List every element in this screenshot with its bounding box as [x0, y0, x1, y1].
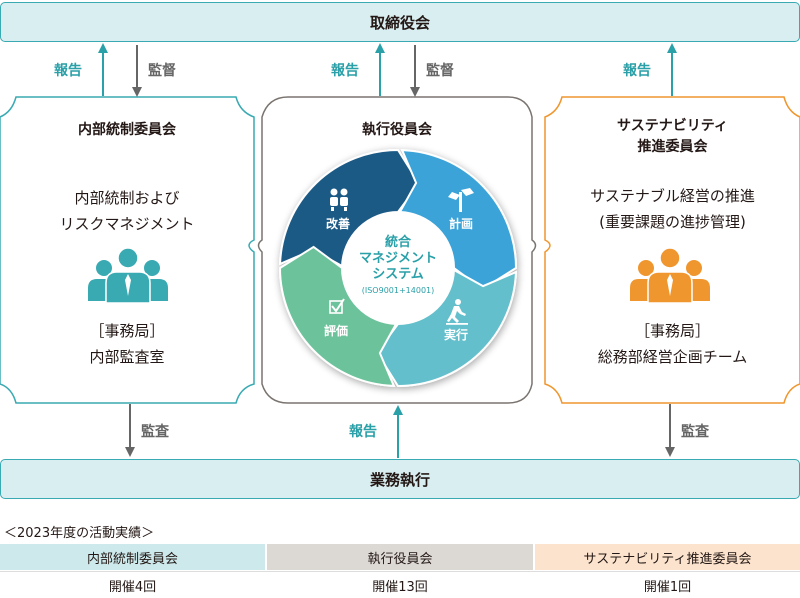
supervise-label-left: 監督 [148, 63, 176, 79]
checkbox-icon [329, 298, 345, 314]
report-label-left: 報告 [54, 63, 82, 79]
left-panel-title: 内部統制委員会 [78, 122, 176, 138]
segment-label-improve: 改善 [325, 217, 350, 231]
audit-label-right: 監査 [681, 424, 709, 440]
right-panel-border [544, 96, 800, 404]
center-panel-title: 執行役員会 [362, 122, 432, 138]
people-group-icon [88, 247, 168, 304]
left-panel-secretariat: ［事務局］ 内部監査室 [89, 322, 165, 366]
segment-label-plan: 計画 [448, 217, 473, 231]
report-label-bottom: 報告 [349, 424, 377, 440]
results-header-internal-control: 内部統制委員会 [0, 544, 265, 570]
results-header-executive-board: 執行役員会 [267, 544, 533, 570]
results-value-sustainability: 開催1回 [535, 572, 800, 598]
results-value-executive-board: 開催13回 [267, 572, 533, 598]
supervise-label-center: 監督 [426, 63, 454, 79]
report-label-center: 報告 [331, 63, 359, 79]
results-divider [0, 571, 800, 572]
wheel-center-title: 統合 マネジメント システム [358, 235, 437, 282]
pdca-wheel [278, 148, 518, 388]
left-panel-border [0, 96, 255, 404]
right-panel-description: サステナブル経営の推進 (重要課題の進捗管理) [590, 187, 755, 231]
results-value-internal-control: 開催4回 [0, 572, 265, 598]
segment-label-check: 評価 [323, 324, 348, 338]
audit-label-left: 監査 [141, 424, 169, 440]
running-person-icon [446, 299, 468, 325]
right-panel-secretariat: ［事務局］ 総務部経営企画チーム [597, 322, 748, 366]
board-of-directors-box: 取締役会 [0, 2, 800, 42]
business-execution-box: 業務執行 [0, 459, 800, 499]
people-group-icon [630, 247, 710, 304]
left-panel-description: 内部統制および リスクマネジメント [59, 189, 195, 233]
wheel-center [342, 212, 454, 324]
people-handshake-icon [330, 188, 348, 211]
segment-label-do: 実行 [443, 328, 468, 342]
center-panel-border [257, 96, 537, 404]
results-title: ＜2023年度の活動実績＞ [4, 526, 155, 541]
report-label-right: 報告 [623, 63, 651, 79]
right-panel-title: サステナビリティ 推進委員会 [617, 118, 728, 155]
results-header-sustainability: サステナビリティ推進委員会 [535, 544, 800, 570]
signpost-icon [448, 188, 474, 212]
wheel-center-subtitle: (ISO9001+14001) [361, 286, 435, 295]
